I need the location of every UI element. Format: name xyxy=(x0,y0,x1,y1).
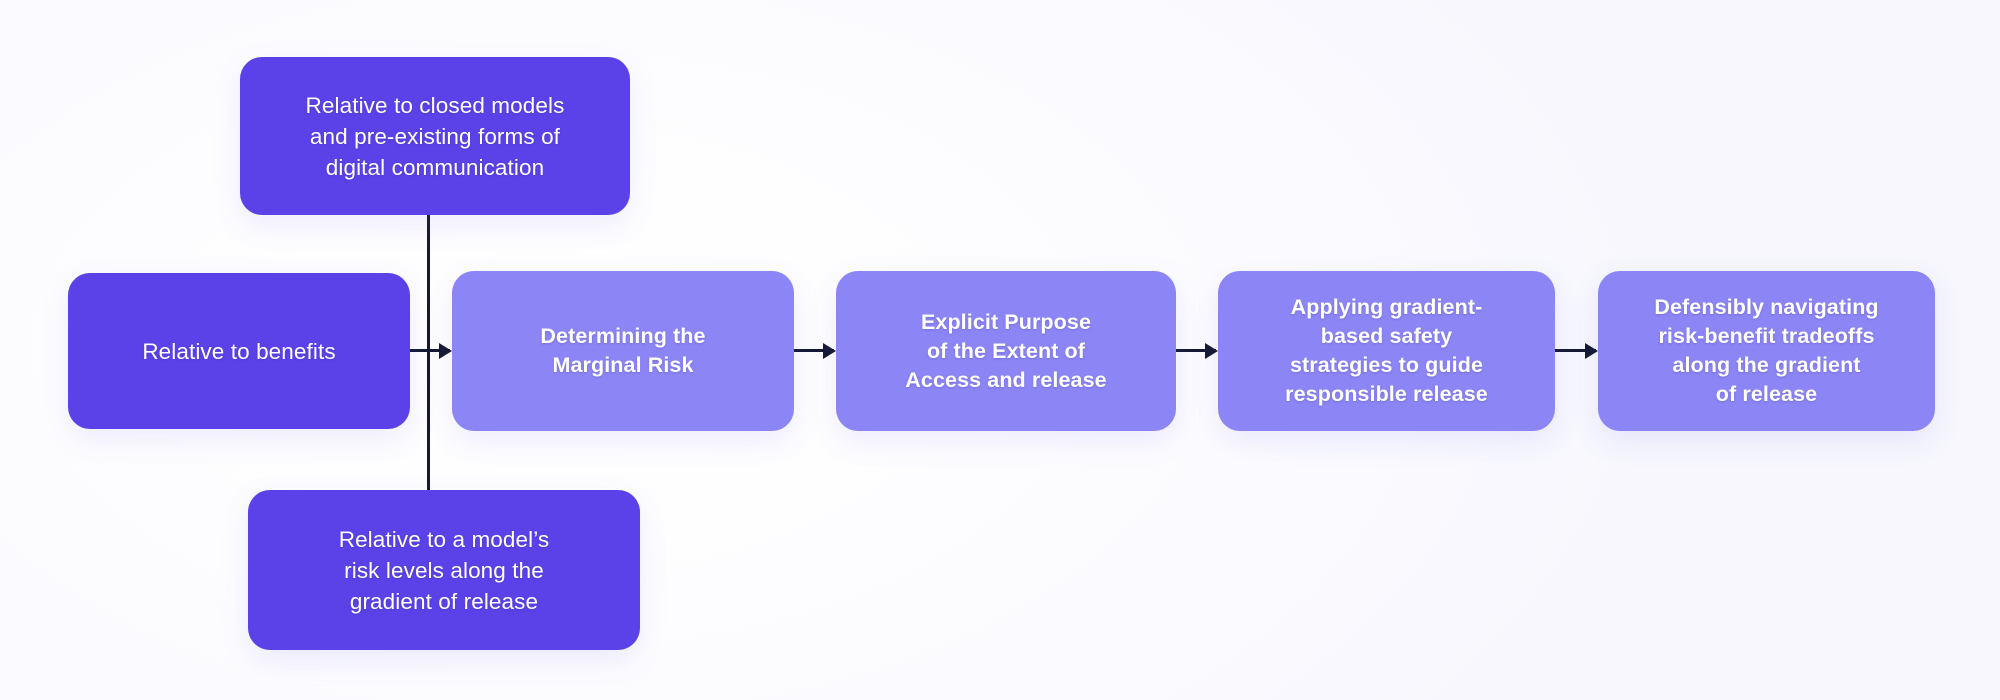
arrow-marginal-risk-to-explicit-purpose xyxy=(794,349,834,352)
node-top-context[interactable]: Relative to closed models and pre-existi… xyxy=(240,57,630,215)
node-determining-marginal-risk-label: Determining the Marginal Risk xyxy=(540,324,706,377)
node-top-context-label: Relative to closed models and pre-existi… xyxy=(305,92,565,180)
node-relative-to-benefits-label: Relative to benefits xyxy=(142,338,336,364)
node-defensibly-navigating-label: Defensibly navigating risk-benefit trade… xyxy=(1654,295,1879,406)
arrow-applying-to-defensibly xyxy=(1555,349,1596,352)
node-explicit-purpose[interactable]: Explicit Purpose of the Extent of Access… xyxy=(836,271,1176,431)
arrow-benefits-to-marginal-risk xyxy=(410,349,450,352)
node-bottom-context[interactable]: Relative to a model’s risk levels along … xyxy=(248,490,640,650)
node-applying-gradient-strategies-label: Applying gradient- based safety strategi… xyxy=(1285,295,1488,406)
node-determining-marginal-risk[interactable]: Determining the Marginal Risk xyxy=(452,271,794,431)
node-applying-gradient-strategies[interactable]: Applying gradient- based safety strategi… xyxy=(1218,271,1555,431)
node-defensibly-navigating[interactable]: Defensibly navigating risk-benefit trade… xyxy=(1598,271,1935,431)
node-relative-to-benefits[interactable]: Relative to benefits xyxy=(68,273,410,429)
arrow-explicit-purpose-to-applying xyxy=(1176,349,1216,352)
node-explicit-purpose-label: Explicit Purpose of the Extent of Access… xyxy=(905,309,1107,392)
node-bottom-context-label: Relative to a model’s risk levels along … xyxy=(338,526,550,614)
